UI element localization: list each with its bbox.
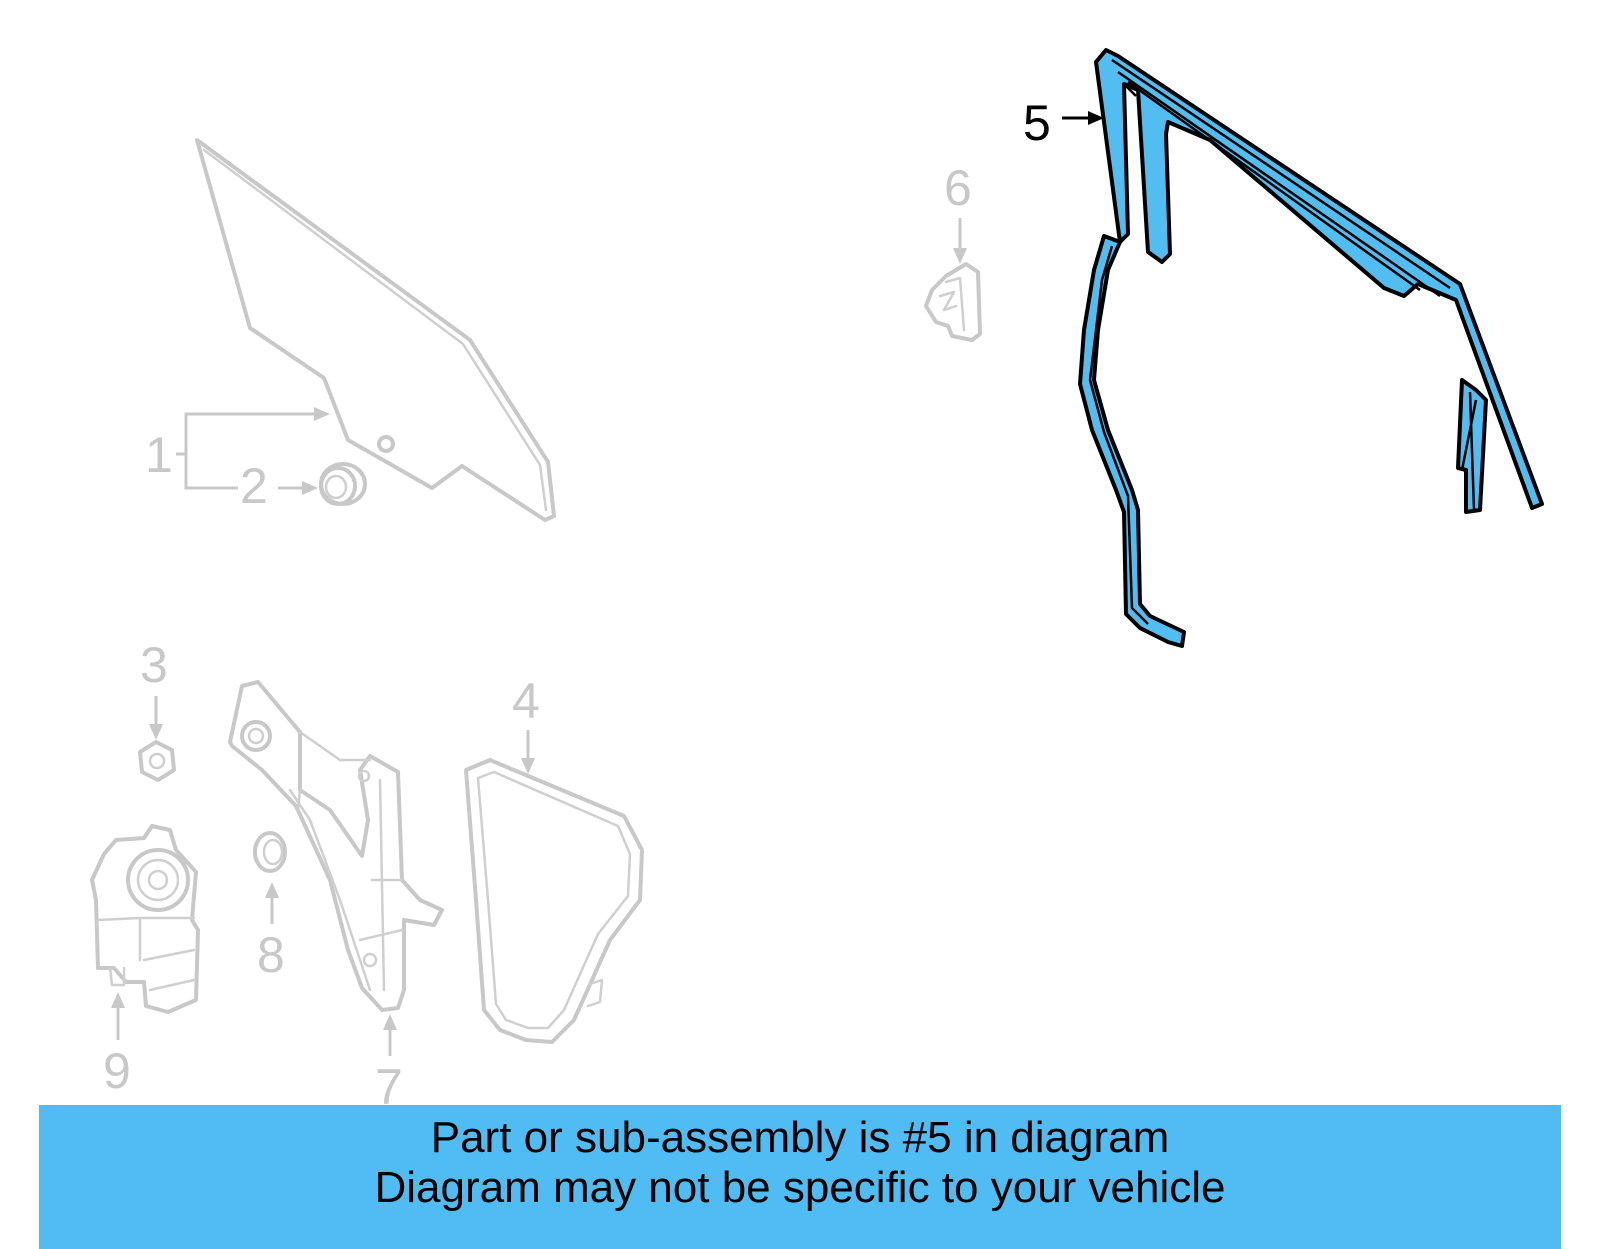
callout-6-leader (953, 218, 967, 264)
callout-2-leader (278, 481, 318, 495)
part-3-nut[interactable] (138, 740, 176, 782)
part-1-door-glass[interactable] (195, 138, 556, 522)
callout-7-leader (383, 1014, 397, 1056)
callout-label-3[interactable]: 3 (140, 637, 168, 693)
part-8-bushing[interactable] (253, 831, 287, 873)
callout-label-8[interactable]: 8 (257, 927, 285, 983)
callout-4-leader (521, 730, 535, 774)
callout-label-9[interactable]: 9 (103, 1043, 131, 1099)
part-5-glass-run-channel[interactable] (1078, 48, 1544, 648)
callout-label-5[interactable]: 5 (1023, 95, 1051, 151)
callout-1-leader (176, 407, 330, 490)
part-9-window-motor[interactable] (90, 824, 200, 1014)
banner-line-2: Diagram may not be specific to your vehi… (374, 1163, 1226, 1212)
callout-label-2[interactable]: 2 (240, 458, 268, 514)
part-2-grommet[interactable] (319, 462, 367, 506)
info-banner: Part or sub-assembly is #5 in diagram Di… (39, 1105, 1561, 1249)
callout-8-leader (265, 882, 279, 924)
callout-9-leader (111, 992, 125, 1040)
callout-3-leader (149, 696, 163, 740)
part-7-window-regulator[interactable] (228, 680, 444, 1012)
callout-label-1[interactable]: 1 (145, 427, 173, 483)
callout-label-4[interactable]: 4 (512, 673, 540, 729)
part-4-seal[interactable] (464, 758, 644, 1044)
banner-line-1: Part or sub-assembly is #5 in diagram (430, 1113, 1170, 1162)
part-6-clip[interactable] (924, 262, 982, 342)
callout-5-leader (1062, 111, 1104, 125)
callout-label-6[interactable]: 6 (944, 160, 972, 216)
